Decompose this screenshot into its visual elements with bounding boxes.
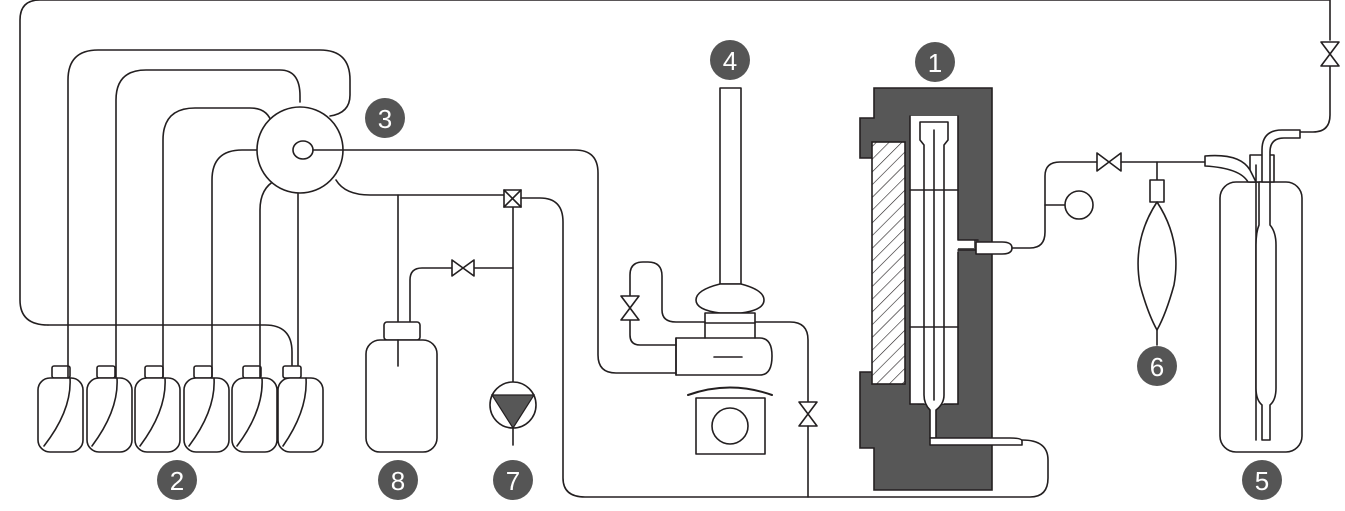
sample-bottle: [183, 365, 230, 453]
label-collection-flask-text: 5: [1255, 466, 1269, 496]
valve-outlet: [1096, 152, 1122, 172]
label-pump-text: 7: [506, 466, 520, 496]
top-loop-line: [19, 0, 1331, 326]
column-outlet-line: [1011, 161, 1098, 249]
valve-reservoir: [451, 259, 475, 277]
valve-condenser-vent: [798, 401, 818, 427]
condenser-side-loop: [629, 319, 677, 346]
label-column: 1: [915, 42, 955, 82]
label-sample-bag: 6: [1137, 346, 1177, 386]
bottom-return-line: [520, 197, 1049, 498]
valve-condenser-side: [620, 295, 640, 321]
valve-lower-line: [335, 179, 506, 196]
sample-bottle: [134, 365, 181, 453]
sample-bottle: [231, 365, 278, 453]
label-sample-bottles: 2: [157, 460, 197, 500]
right-riser-line: [1299, 65, 1331, 133]
reservoir-bottle: [365, 321, 438, 453]
valve-top-right: [1320, 41, 1340, 67]
column: [859, 87, 1023, 491]
pump: [489, 204, 537, 446]
label-column-text: 1: [928, 48, 942, 78]
sample-bottle: [37, 365, 84, 453]
label-condenser: 4: [710, 40, 750, 80]
reservoir-branch: [409, 267, 453, 331]
flow-meter: [1064, 190, 1094, 220]
condenser-side-loop-2: [629, 261, 706, 323]
sample-bottle: [86, 365, 133, 453]
label-pump: 7: [493, 460, 533, 500]
label-selector-valve-text: 3: [378, 104, 392, 134]
bottle-tubes: [67, 49, 351, 379]
label-reservoir-bottle-text: 8: [391, 466, 405, 496]
valve-outlet-line: [312, 149, 677, 374]
condenser: [675, 87, 773, 455]
three-way-valve: [503, 189, 522, 208]
condenser-vent-line: [754, 321, 809, 403]
label-sample-bag-text: 6: [1150, 352, 1164, 382]
label-selector-valve: 3: [365, 98, 405, 138]
sample-bottle: [277, 365, 324, 453]
label-condenser-text: 4: [723, 46, 737, 76]
label-sample-bottles-text: 2: [170, 466, 184, 496]
sample-bottles: [37, 365, 324, 453]
collection-flask: [1204, 129, 1303, 453]
bottom-manifold-line: [47, 324, 293, 366]
sample-bag: [1137, 179, 1177, 346]
label-collection-flask: 5: [1242, 460, 1282, 500]
label-reservoir-bottle: 8: [378, 460, 418, 500]
selector-valve: [256, 106, 344, 194]
